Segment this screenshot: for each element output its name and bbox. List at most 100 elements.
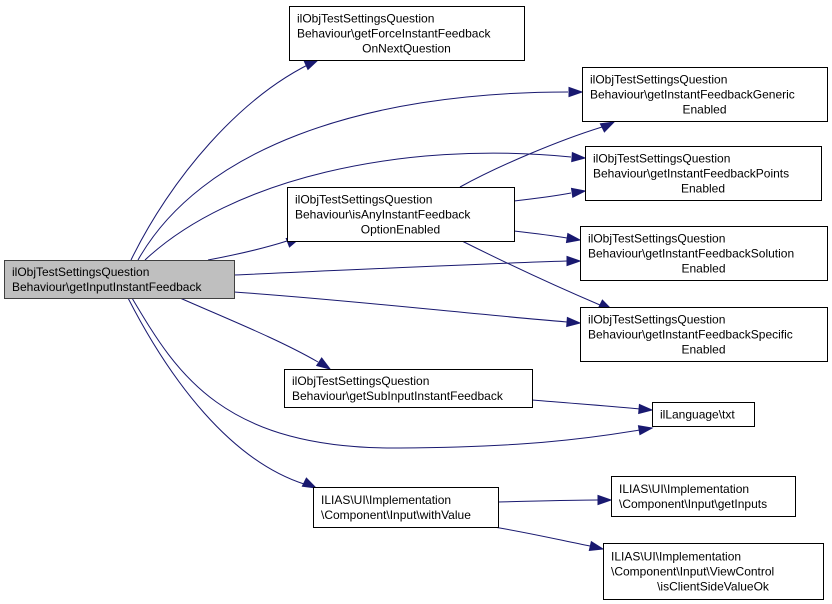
- edge-root-to-withvalue: [127, 297, 318, 489]
- edge-isany-to-solution: [513, 230, 582, 244]
- edge-root-to-txt: [131, 297, 654, 449]
- node-txt[interactable]: ilLanguage\txt: [652, 402, 755, 427]
- node-label-line: OnNextQuestion: [362, 42, 451, 56]
- node-withvalue[interactable]: ILIAS\UI\Implementation\Component\Input\…: [313, 487, 499, 528]
- arrowhead-icon: [597, 494, 613, 506]
- arrowhead-icon: [568, 86, 584, 98]
- edge-root-to-specific: [233, 291, 582, 328]
- node-label-line: Behaviour\getInstantFeedbackGeneric: [590, 88, 795, 102]
- edge-withvalue-to-clientside: [493, 526, 605, 552]
- node-label-line: Behaviour\getForceInstantFeedback: [297, 27, 491, 41]
- node-box[interactable]: [580, 307, 828, 362]
- node-label-line: ilObjTestSettingsQuestion: [12, 265, 149, 279]
- edge-line: [130, 59, 319, 261]
- edge-root-to-isany: [207, 237, 302, 261]
- node-box[interactable]: [582, 67, 828, 122]
- node-label-line: Behaviour\getInstantFeedbackSpecific: [588, 328, 793, 342]
- edge-line: [497, 499, 599, 503]
- arrowhead-icon: [566, 316, 582, 328]
- node-label-line: ilObjTestSettingsQuestion: [297, 12, 434, 26]
- node-subinput[interactable]: ilObjTestSettingsQuestionBehaviour\getSu…: [284, 369, 533, 408]
- edge-line: [131, 297, 641, 449]
- node-box[interactable]: [603, 543, 824, 600]
- node-label-line: Behaviour\getInstantFeedbackSolution: [588, 247, 794, 261]
- node-specific[interactable]: ilObjTestSettingsQuestionBehaviour\getIn…: [580, 307, 828, 362]
- edge-root-to-generic: [137, 86, 584, 261]
- arrowhead-icon: [588, 540, 605, 552]
- edge-root-to-solution: [233, 255, 582, 276]
- node-label-line: ilObjTestSettingsQuestion: [588, 232, 725, 246]
- node-label-line: ilObjTestSettingsQuestion: [292, 374, 429, 388]
- edge-line: [493, 526, 591, 547]
- node-box[interactable]: [313, 487, 499, 528]
- node-box[interactable]: [284, 369, 533, 408]
- node-label-line: ILIAS\UI\Implementation: [611, 550, 741, 564]
- node-label-line: \Component\Input\ViewControl: [611, 565, 774, 579]
- node-box[interactable]: [287, 187, 515, 242]
- node-box[interactable]: [652, 402, 755, 427]
- node-box[interactable]: [4, 260, 235, 299]
- nodes-layer: ilObjTestSettingsQuestionBehaviour\getIn…: [4, 6, 828, 600]
- node-label-line: Behaviour\getInputInstantFeedback: [12, 280, 202, 294]
- edge-root-to-points: [144, 151, 587, 261]
- node-box[interactable]: [611, 476, 796, 517]
- node-generic[interactable]: ilObjTestSettingsQuestionBehaviour\getIn…: [582, 67, 828, 122]
- node-solution[interactable]: ilObjTestSettingsQuestionBehaviour\getIn…: [580, 226, 828, 281]
- node-label-line: Behaviour\isAnyInstantFeedback: [295, 208, 471, 222]
- node-label-line: ILIAS\UI\Implementation: [321, 493, 451, 507]
- node-points[interactable]: ilObjTestSettingsQuestionBehaviour\getIn…: [585, 146, 822, 201]
- node-label-line: ilObjTestSettingsQuestion: [590, 73, 727, 87]
- node-label-line: Enabled: [681, 343, 725, 357]
- edge-line: [179, 297, 319, 363]
- node-label-line: \Component\Input\withValue: [321, 508, 471, 522]
- node-label-line: ILIAS\UI\Implementation: [619, 482, 749, 496]
- node-force[interactable]: ilObjTestSettingsQuestionBehaviour\getFo…: [289, 6, 525, 61]
- edge-line: [127, 297, 305, 485]
- node-label-line: ilObjTestSettingsQuestion: [593, 152, 730, 166]
- node-isany[interactable]: ilObjTestSettingsQuestionBehaviour\isAny…: [287, 187, 515, 242]
- edge-line: [233, 291, 568, 323]
- node-label-line: Enabled: [681, 262, 725, 276]
- arrowhead-icon: [570, 187, 587, 199]
- node-box[interactable]: [580, 226, 828, 281]
- node-label-line: \Component\Input\getInputs: [619, 497, 767, 511]
- edges-layer: [127, 59, 654, 552]
- arrowhead-icon: [566, 255, 582, 267]
- edge-withvalue-to-getinputs: [497, 494, 613, 506]
- node-label-line: ilObjTestSettingsQuestion: [295, 193, 432, 207]
- edge-isany-to-generic: [459, 121, 616, 188]
- edge-line: [531, 399, 641, 410]
- node-label-line: ilObjTestSettingsQuestion: [588, 313, 725, 327]
- edge-line: [207, 240, 288, 261]
- node-label-line: Behaviour\getInstantFeedbackPoints: [593, 167, 789, 181]
- edge-line: [144, 152, 572, 261]
- node-label-line: OptionEnabled: [361, 223, 440, 237]
- edge-line: [233, 260, 568, 276]
- node-getinputs[interactable]: ILIAS\UI\Implementation\Component\Input\…: [611, 476, 796, 517]
- node-label-line: Enabled: [681, 182, 725, 196]
- node-label-line: Behaviour\getSubInputInstantFeedback: [292, 389, 504, 403]
- edge-subinput-to-txt: [531, 399, 654, 415]
- node-box[interactable]: [585, 146, 822, 201]
- edge-line: [513, 192, 572, 202]
- edge-isany-to-points: [513, 187, 587, 202]
- node-label-line: ilLanguage\txt: [660, 408, 735, 422]
- arrowhead-icon: [637, 425, 654, 436]
- node-clientside[interactable]: ILIAS\UI\Implementation\Component\Input\…: [603, 543, 824, 600]
- edge-line: [513, 230, 568, 239]
- node-box[interactable]: [289, 6, 525, 61]
- edge-line: [137, 91, 569, 261]
- arrowhead-icon: [565, 232, 582, 244]
- edge-line: [461, 240, 601, 306]
- arrowhead-icon: [303, 59, 320, 71]
- arrowhead-icon: [315, 357, 332, 370]
- node-root[interactable]: ilObjTestSettingsQuestionBehaviour\getIn…: [4, 260, 235, 299]
- arrowhead-icon: [599, 121, 616, 133]
- arrowhead-icon: [638, 403, 654, 415]
- arrowhead-icon: [301, 477, 318, 489]
- edge-line: [459, 126, 603, 188]
- node-label-line: Enabled: [682, 103, 726, 117]
- edge-root-to-subinput: [179, 297, 332, 370]
- arrowhead-icon: [571, 151, 587, 163]
